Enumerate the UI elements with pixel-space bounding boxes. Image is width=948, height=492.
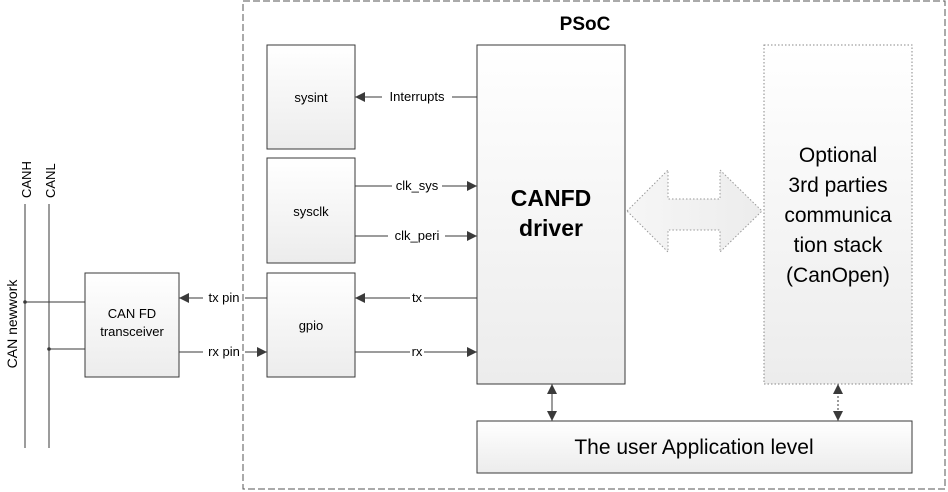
gpio-label: gpio <box>299 318 324 333</box>
driver-label-line2: driver <box>519 215 583 241</box>
transceiver-label-line1: CAN FD <box>108 306 156 321</box>
user-application-block <box>476 420 913 474</box>
stack-label-line1: Optional <box>799 144 877 167</box>
double-arrow-icon <box>626 168 763 254</box>
transceiver-label-line2: transceiver <box>100 324 164 339</box>
psoc-container <box>242 0 946 490</box>
interrupts-label: Interrupts <box>390 89 445 104</box>
canh-junction <box>23 300 27 304</box>
clk-peri-label: clk_peri <box>395 228 440 243</box>
app-label: The user Application level <box>574 436 813 459</box>
tx-label: tx <box>412 290 423 305</box>
canl-junction <box>47 347 51 351</box>
sysint-block <box>266 44 356 150</box>
canh-label: CANH <box>19 161 34 198</box>
tx-pin-label: tx pin <box>208 290 239 305</box>
stack-label-line3: communica <box>784 204 892 227</box>
can-fd-transceiver-block <box>84 272 180 378</box>
sysint-label: sysint <box>294 90 328 105</box>
sysclk-label: sysclk <box>293 204 329 219</box>
sysclk-block <box>266 157 356 264</box>
psoc-title: PSoC <box>560 14 611 35</box>
clk-sys-label: clk_sys <box>396 178 439 193</box>
stack-label-line5: (CanOpen) <box>786 264 890 287</box>
gpio-block <box>266 272 356 378</box>
driver-label-line1: CANFD <box>511 185 592 211</box>
stack-label-line4: tion stack <box>794 234 883 257</box>
rx-label: rx <box>412 344 423 359</box>
canl-label: CANL <box>43 163 58 198</box>
can-network-label: CAN newwork <box>4 279 20 369</box>
rx-pin-label: rx pin <box>208 344 240 359</box>
canfd-driver-block <box>476 44 626 385</box>
stack-label-line2: 3rd parties <box>788 174 887 197</box>
